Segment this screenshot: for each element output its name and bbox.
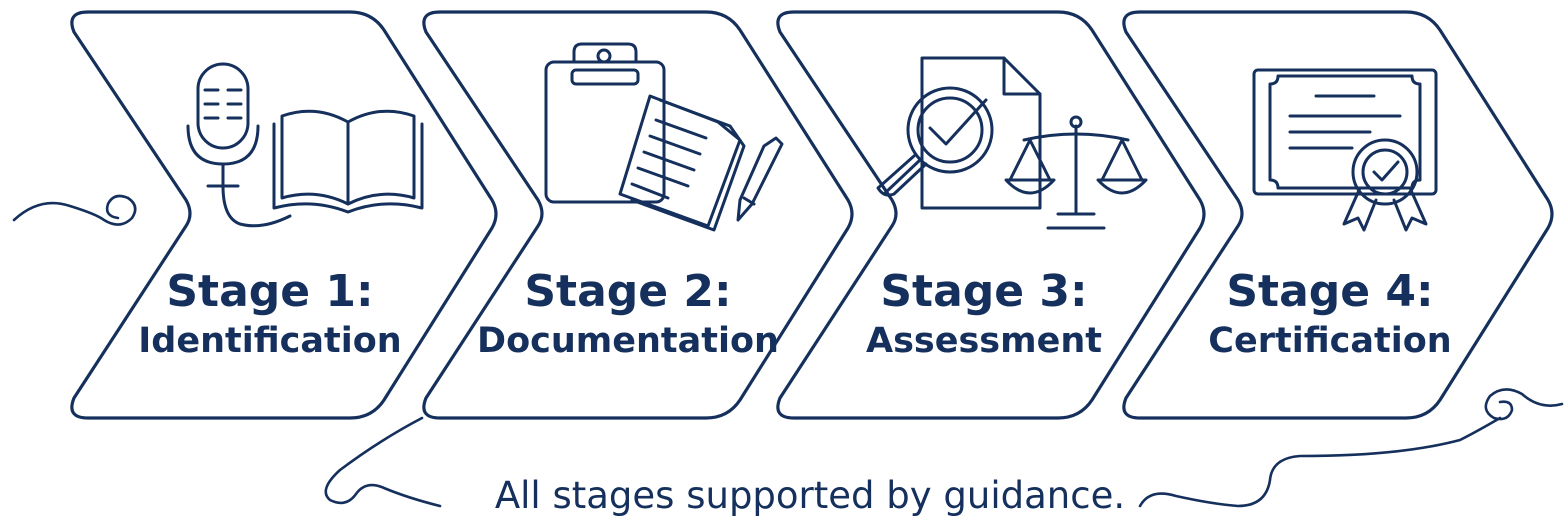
- scales-icon: [1004, 115, 1148, 230]
- stage-2-title: Stage 2:: [524, 266, 731, 317]
- bottom-left-swirl-icon: [324, 416, 442, 508]
- stage-4: Stage 4: Certification: [1122, 10, 1554, 420]
- decorative-swirls: [12, 194, 1564, 508]
- stage-4-title: Stage 4:: [1226, 266, 1433, 317]
- stage-3: Stage 3: Assessment: [776, 10, 1206, 420]
- stage-3-name: Assessment: [866, 321, 1102, 361]
- left-swirl-icon: [12, 194, 137, 226]
- stage-1-title: Stage 1:: [166, 266, 373, 317]
- document-icon: [920, 56, 1042, 210]
- stage-3-chevron: [776, 10, 1206, 420]
- open-book-icon: [272, 109, 424, 214]
- clipboard-icon: [544, 42, 666, 204]
- certificate-icon: [1252, 68, 1438, 196]
- stage-1: Stage 1: Identification: [70, 10, 498, 420]
- stage-1-name: Identification: [138, 321, 401, 361]
- stage-2-name: Documentation: [477, 321, 779, 361]
- stage-2-chevron: [422, 10, 854, 420]
- stage-3-title: Stage 3:: [880, 266, 1087, 317]
- microphone-icon: [186, 62, 292, 228]
- footer-caption: All stages supported by guidance.: [495, 474, 1125, 517]
- stage-2: Stage 2: Documentation: [422, 10, 854, 420]
- rosette-badge-icon: [1342, 138, 1428, 232]
- stage-1-chevron: [70, 10, 498, 420]
- magnifier-check-icon: [876, 86, 994, 197]
- stage-4-chevron: [1122, 10, 1554, 420]
- bottom-connector-line: [1138, 416, 1502, 508]
- documents-icon: [618, 94, 746, 232]
- right-swirl-icon: [1484, 388, 1564, 421]
- pen-icon: [736, 136, 784, 222]
- stage-4-name: Certification: [1208, 321, 1451, 361]
